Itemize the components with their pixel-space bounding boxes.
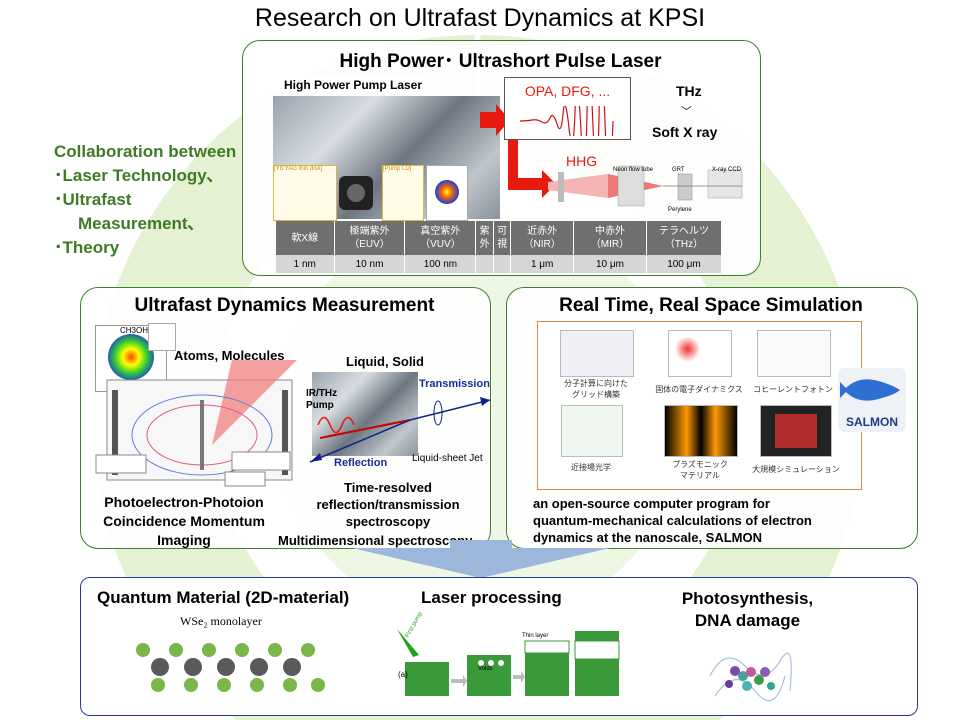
laser-processing-figure — [395, 617, 620, 702]
spectrum-table-wrap: 軟X線 極端紫外（EUV） 真空紫外（VUV） 紫外 可視 近赤外（NIR） 中… — [276, 221, 723, 275]
salmon-label: SALMON — [846, 415, 898, 429]
spec-val-4 — [493, 255, 512, 273]
spectrum-table: 軟X線 極端紫外（EUV） 真空紫外（VUV） 紫外 可視 近赤外（NIR） 中… — [276, 221, 723, 273]
spec-head-1: 極端紫外（EUV） — [334, 221, 406, 255]
salmon-logo: SALMON — [838, 368, 906, 432]
sim-cell-5: 大規模シミュレーション — [752, 465, 840, 474]
collaboration-text: Collaboration between ･Laser Technology､… — [54, 140, 284, 260]
spec-val-0: 1 nm — [276, 255, 335, 273]
multidim-label: Multidimensional spectroscopy — [278, 533, 473, 548]
pump-laser-label: High Power Pump Laser — [281, 77, 426, 93]
spec-head-0: 軟X線 — [276, 221, 335, 255]
perylene-label: Perylene — [668, 207, 692, 213]
sim-grid-thumb — [560, 330, 634, 377]
spec-head-7: テラヘルツ（THz） — [646, 221, 723, 255]
quantum-label: Quantum Material (2D-material) — [97, 588, 350, 607]
spec-val-1: 10 nm — [334, 255, 406, 273]
wse2-structure — [136, 643, 325, 692]
thz-label: THz — [676, 83, 702, 99]
xray-label: Soft X ray — [652, 124, 718, 140]
atoms-label: Atoms, Molecules — [174, 348, 285, 363]
ccd-label: X-ray CCD — [712, 167, 742, 173]
molecule-label: CH3OH+ — [120, 326, 153, 335]
sim-solid-thumb — [668, 330, 732, 377]
spec-head-3: 紫外 — [475, 221, 494, 255]
neon-label: Neon flow tube — [613, 167, 654, 173]
simulation-description: an open-source computer program for quan… — [533, 496, 812, 545]
sim-plasmonic-thumb — [664, 405, 738, 457]
spec-head-5: 近赤外（NIR） — [510, 221, 574, 255]
voids-label: Voids — [478, 666, 493, 672]
sim-cell-2: コヒーレントフォトン — [753, 385, 833, 394]
coincidence-label: Photoelectron-Photoion Coincidence Momen… — [103, 494, 265, 548]
ir-pump-label: IR/THz Pump — [306, 388, 338, 411]
hhg-label: HHG — [566, 153, 598, 169]
liquid-jet-photo — [312, 372, 418, 456]
sim-cell-1: 固体の電子ダイナミクス — [655, 385, 743, 394]
sim-cell-0: 分子計算に向けた グリッド構築 — [564, 379, 628, 399]
panel-a-label: (a) — [398, 670, 408, 679]
measurement-panel-title: Ultrafast Dynamics Measurement — [134, 295, 435, 316]
sim-cell-3: 近接場光学 — [571, 463, 611, 472]
reflection-label: Reflection — [334, 457, 388, 469]
sim-cell-4: プラズモニック マテリアル — [672, 460, 728, 480]
simulation-panel-title: Real Time, Real Space Simulation — [559, 295, 863, 316]
grating-label: GRT — [672, 167, 685, 173]
spec-head-2: 真空紫外（VUV） — [404, 221, 477, 255]
spec-val-6: 10 μm — [573, 255, 647, 273]
down-arrow — [352, 540, 610, 578]
spec-val-7: 100 μm — [646, 255, 723, 273]
spec-val-2: 100 nm — [404, 255, 477, 273]
collab-line-5: ･Theory — [54, 238, 120, 257]
molecule-icon — [148, 323, 176, 351]
photosynthesis-label: Photosynthesis, DNA damage — [681, 589, 814, 630]
protein-structure — [709, 652, 792, 702]
pulse-waveform — [519, 106, 614, 136]
opa-label: OPA, DFG, ... — [524, 83, 611, 99]
opa-box: OPA, DFG, ... — [504, 77, 631, 140]
collab-line-1: Collaboration between — [54, 142, 237, 161]
collab-line-3: ･Ultrafast — [54, 190, 132, 209]
thin-layer-label: Thin layer — [522, 633, 549, 639]
sim-photon-thumb — [757, 330, 831, 377]
collab-line-4: Measurement､ — [78, 214, 197, 233]
pump-ld-box: [Pump LD] — [382, 165, 424, 221]
beam-profile — [426, 165, 468, 221]
coincidence-apparatus — [95, 360, 297, 487]
time-resolved-label: Time-resolved reflection/transmission sp… — [316, 480, 460, 529]
spectrum-value-row: 1 nm 10 nm 100 nm 1 μm 10 μm 100 μm — [276, 255, 723, 273]
wse2-label: WSe₂ monolayer — [180, 614, 262, 628]
crystal-box: [Yb:YAG thin disk] — [273, 165, 337, 221]
spec-head-4: 可視 — [493, 221, 512, 255]
crystal-label: [Yb:YAG thin disk] — [274, 166, 323, 172]
transmission-label: Transmission — [419, 378, 490, 390]
sim-largescale-thumb — [760, 405, 832, 457]
pump-ld-label: [Pump LD] — [383, 166, 412, 172]
hhg-beamline — [548, 165, 743, 207]
sim-nearfield-thumb — [561, 405, 623, 457]
spectrum-header-row: 軟X線 極端紫外（EUV） 真空紫外（VUV） 紫外 可視 近赤外（NIR） 中… — [276, 221, 723, 255]
page-title: Research on Ultrafast Dynamics at KPSI — [254, 4, 706, 32]
spec-val-5: 1 μm — [510, 255, 574, 273]
laser-arrows — [480, 104, 556, 198]
liquid-label: Liquid, Solid — [346, 354, 424, 369]
laser-processing-diagram — [397, 629, 620, 696]
laser-processing-label: Laser processing — [421, 588, 562, 607]
collab-line-2: ･Laser Technology､ — [54, 166, 216, 185]
laser-panel-title: High Power･ Ultrashort Pulse Laser — [339, 51, 662, 72]
thz-tilde: 〉 — [679, 105, 692, 117]
spec-val-3 — [475, 255, 494, 273]
spec-head-6: 中赤外（MIR） — [573, 221, 647, 255]
crystal-lens — [339, 176, 373, 210]
pump-probe-beams — [309, 397, 491, 463]
salmon-fish-icon — [840, 379, 900, 401]
jet-label: Liquid-sheet Jet — [412, 453, 483, 464]
